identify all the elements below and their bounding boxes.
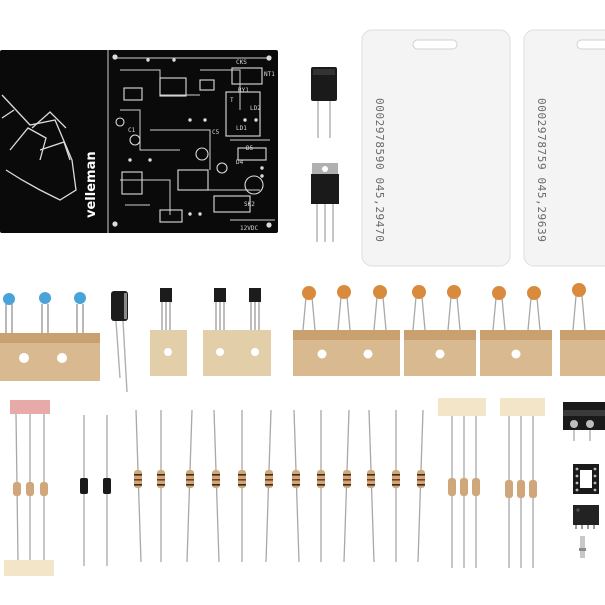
resistor-band (317, 484, 325, 486)
resistors (134, 409, 425, 563)
ic-chip (573, 505, 599, 529)
transistor-strip-2 (203, 288, 271, 376)
resistor-band (367, 479, 375, 481)
screw-terminal (563, 402, 605, 441)
electrolytic-capacitor (111, 291, 128, 393)
pcb-label-5: C1 (128, 127, 136, 134)
resistor-band (367, 484, 375, 486)
connector-pin (579, 536, 586, 558)
resistor-band (292, 479, 300, 481)
pcb-label-7: LD1 (236, 125, 247, 132)
resistor-band (238, 484, 246, 486)
resistor-band (157, 479, 165, 481)
pcb-label-2: RY1 (238, 87, 249, 94)
resistor-band (392, 479, 400, 481)
resistor-band (265, 474, 273, 476)
resistor-band (134, 479, 142, 481)
resistor-band (212, 474, 220, 476)
resistor-band (317, 479, 325, 481)
rfid-card-2: 0002978759 045,29639 (523, 29, 605, 267)
resistor-band (186, 484, 194, 486)
resistor-band (417, 479, 425, 481)
card-1-number: 0002978590 045,29470 (373, 98, 386, 242)
pcb-label-10: D4 (236, 159, 244, 166)
pcb-logo: velleman (84, 151, 99, 218)
relay-component (311, 67, 337, 138)
ic-socket (573, 464, 599, 494)
resistor-band (392, 474, 400, 476)
resistor-band (134, 484, 142, 486)
resistor-band (212, 479, 220, 481)
resistor-band (392, 484, 400, 486)
resistor-strip-left (438, 398, 486, 568)
rfid-card-1: 0002978590 045,29470 (361, 29, 511, 267)
resistor-band (292, 474, 300, 476)
resistor-band (238, 479, 246, 481)
transistor-strip-1 (150, 288, 187, 376)
resistor-band (265, 479, 273, 481)
pcb-label-11: 12VDC (240, 225, 258, 232)
resistor-band (186, 474, 194, 476)
pcb-hand-icon (1, 94, 77, 201)
voltage-regulator (311, 163, 339, 242)
pcb-label-3: T (230, 97, 234, 104)
resistor-band (343, 474, 351, 476)
resistor-band (417, 474, 425, 476)
resistor-band (157, 474, 165, 476)
resistor-band (417, 484, 425, 486)
resistor-band (343, 479, 351, 481)
blue-capacitor-strip (0, 292, 100, 381)
diodes (80, 415, 111, 566)
card-2-number: 0002978759 045,29639 (535, 98, 548, 242)
resistor-band (186, 479, 194, 481)
pcb-label-9: D5 (246, 145, 254, 152)
resistor-band (292, 484, 300, 486)
resistor-band (317, 474, 325, 476)
pcb-label-1: NT1 (264, 71, 275, 78)
pcb-label-4: SK2 (244, 201, 255, 208)
pcb-label-6: C5 (212, 129, 220, 136)
ceramic-capacitor-strips (293, 283, 605, 376)
resistor-band (367, 474, 375, 476)
resistor-band (134, 474, 142, 476)
resistor-band (265, 484, 273, 486)
pcb-label-8: LD2 (250, 105, 261, 112)
pcb-board: CKS NT1 RY1 T SK2 C1 C5 LD1 LD2 D5 D4 12… (0, 50, 278, 233)
resistor-band (157, 484, 165, 486)
led-strip (4, 400, 54, 576)
resistor-band (238, 474, 246, 476)
resistor-band (343, 484, 351, 486)
resistor-strip-right (500, 398, 545, 568)
pcb-label-0: CKS (236, 59, 247, 66)
resistor-band (212, 484, 220, 486)
